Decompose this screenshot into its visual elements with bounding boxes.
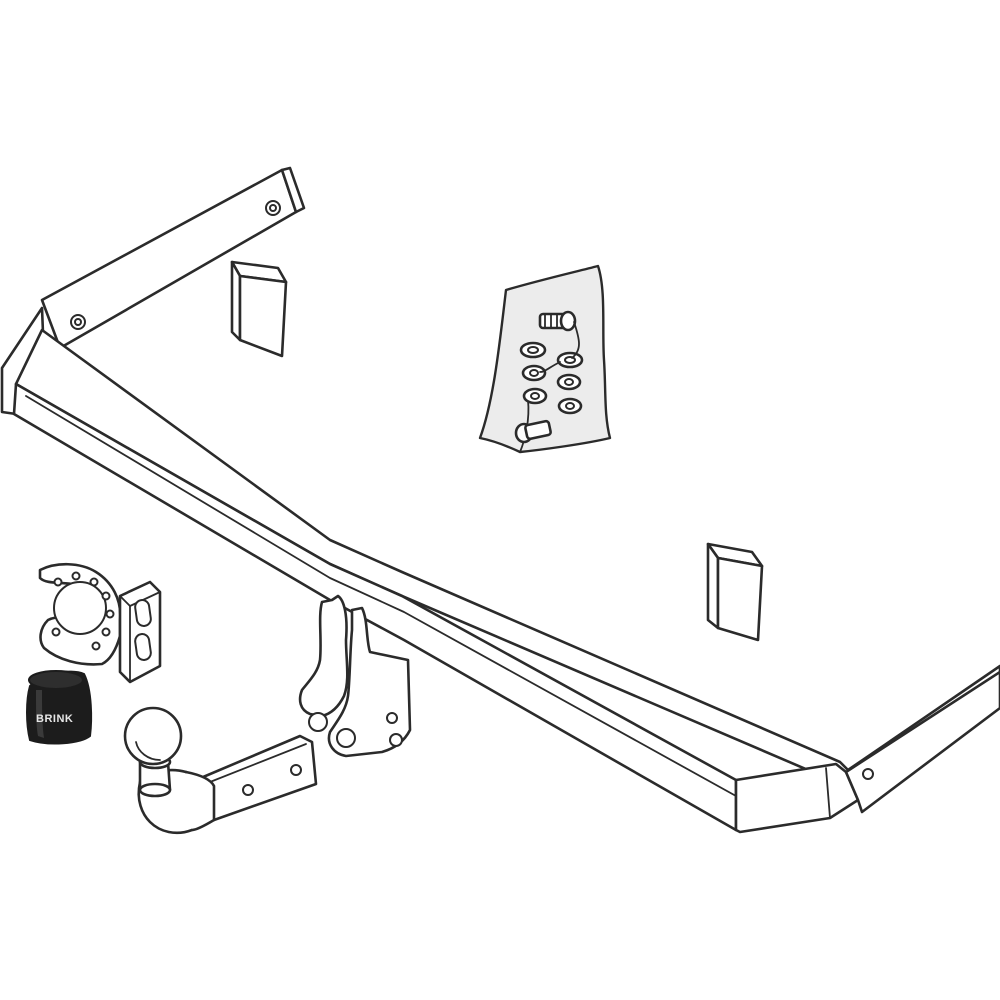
bolt-hole-inner (74, 318, 82, 326)
screw-hole (91, 641, 101, 651)
nut-icon (556, 373, 582, 391)
bolt-hole (862, 768, 874, 780)
screw-hole (51, 627, 61, 637)
screw-hole (101, 591, 111, 601)
bolt-hole (389, 733, 403, 747)
bolt-hole (386, 712, 398, 724)
washer-icon (556, 351, 584, 369)
fixing-kit-bag (478, 264, 612, 454)
tow-bar-crossbeam (0, 306, 1000, 834)
bolt-hole (290, 764, 302, 776)
tow-ball (123, 706, 183, 766)
bolt-hole (242, 784, 254, 796)
screw-hole (105, 609, 115, 619)
slot-hole (134, 599, 152, 627)
bolt-icon (538, 310, 577, 332)
screw-hole (71, 571, 81, 581)
nut-icon (557, 397, 583, 415)
tow-ball-neck (123, 594, 412, 835)
washer-icon (519, 341, 547, 359)
slot-hole (134, 633, 152, 661)
nut-icon (522, 387, 548, 405)
rubber-spacer-left (230, 260, 288, 358)
rubber-spacer-right (706, 542, 764, 642)
socket-mounting-plate (38, 562, 162, 684)
nut-icon (521, 364, 547, 382)
screw-hole (89, 577, 99, 587)
screw-hole (101, 627, 111, 637)
bolt-hole-inner (269, 204, 277, 212)
brand-label: BRINK (36, 713, 73, 725)
left-side-bracket (40, 166, 306, 350)
bolt-hole (336, 728, 356, 748)
electrical-socket-cap: BRINK (26, 670, 93, 745)
screw-hole (53, 577, 63, 587)
bolt-icon (514, 419, 552, 444)
bolt-hole (308, 712, 328, 732)
